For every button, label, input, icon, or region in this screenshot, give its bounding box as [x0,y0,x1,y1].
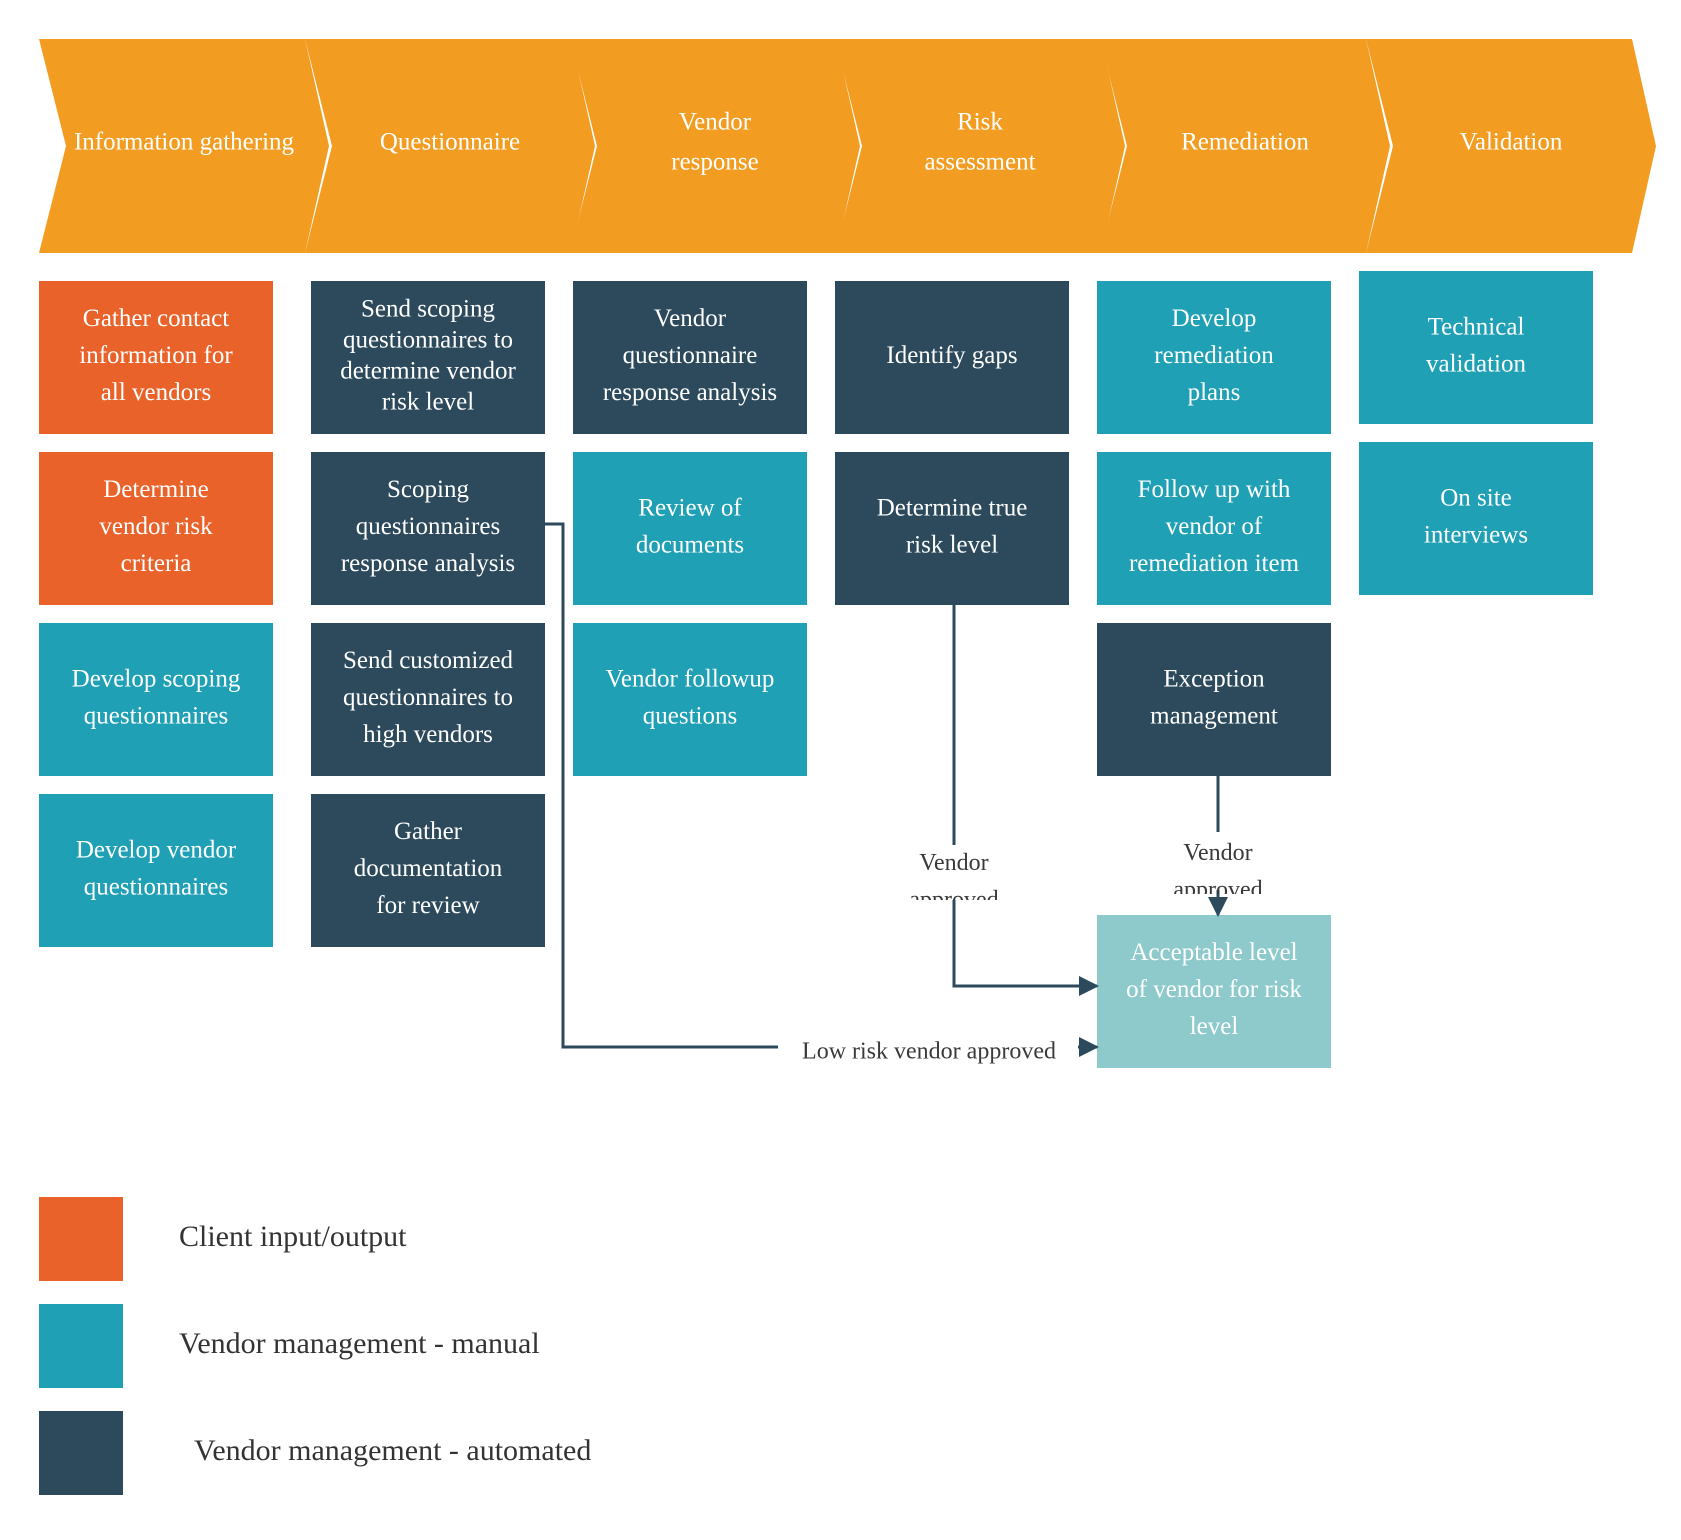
stage-label: Information gathering [74,129,295,156]
stage-validation: Validation [1366,39,1656,253]
stage-chevron [39,39,329,253]
connector-label: Low risk vendor approved [802,1039,1056,1065]
automated-task-box [835,281,1069,434]
manual-task-box [1097,452,1331,605]
legend-swatch [39,1304,123,1388]
legend-swatch [39,1411,123,1495]
automated-task-box [311,794,545,947]
stage-chevron [570,39,860,253]
manual-task-box [39,794,273,947]
stage-chevron [835,39,1125,253]
automated-task-box [1097,623,1331,776]
automated-task-box [835,452,1069,605]
stage-remediation: Remediation [1100,39,1390,253]
outcome-box [1097,915,1331,1068]
automated-task-box [311,281,545,434]
legend-item-manual: Vendor management - manual [39,1304,540,1388]
legend-swatch [39,1197,123,1281]
task-identify-gaps: Identify gaps [835,281,1069,434]
stage-chevron [1100,39,1390,253]
client-task-box [39,281,273,434]
connector-label-bg [1163,832,1273,890]
legend-label: Vendor management - manual [179,1327,540,1360]
connector-low-risk-vendor-approved: Low risk vendor approved [545,522,1099,1066]
stage-questionnaire: Questionnaire [305,39,595,253]
stage-label: Remediation [1181,129,1309,156]
legend-label: Client input/output [179,1220,407,1253]
task-text: Identify gaps [886,342,1017,369]
legend-label: Vendor management - automated [194,1434,591,1467]
connector-label-bg [778,1030,1078,1066]
manual-task-box [1359,442,1593,595]
legend-item-client: Client input/output [39,1197,407,1281]
manual-task-box [1359,271,1593,424]
stage-label: Validation [1460,129,1563,156]
automated-task-box [311,623,545,776]
manual-task-box [573,452,807,605]
client-task-box [39,452,273,605]
manual-task-box [1097,281,1331,434]
connector-line [952,605,1099,996]
manual-task-box [573,623,807,776]
stage-label: Questionnaire [380,129,520,156]
legend-item-automated: Vendor management - automated [39,1411,591,1495]
connector-label-bg [899,845,1009,900]
automated-task-box [573,281,807,434]
automated-task-box [311,452,545,605]
stage-information-gathering: Information gathering [39,39,329,253]
manual-task-box [39,623,273,776]
stage-chevron [1366,39,1656,253]
stage-chevron [305,39,595,253]
